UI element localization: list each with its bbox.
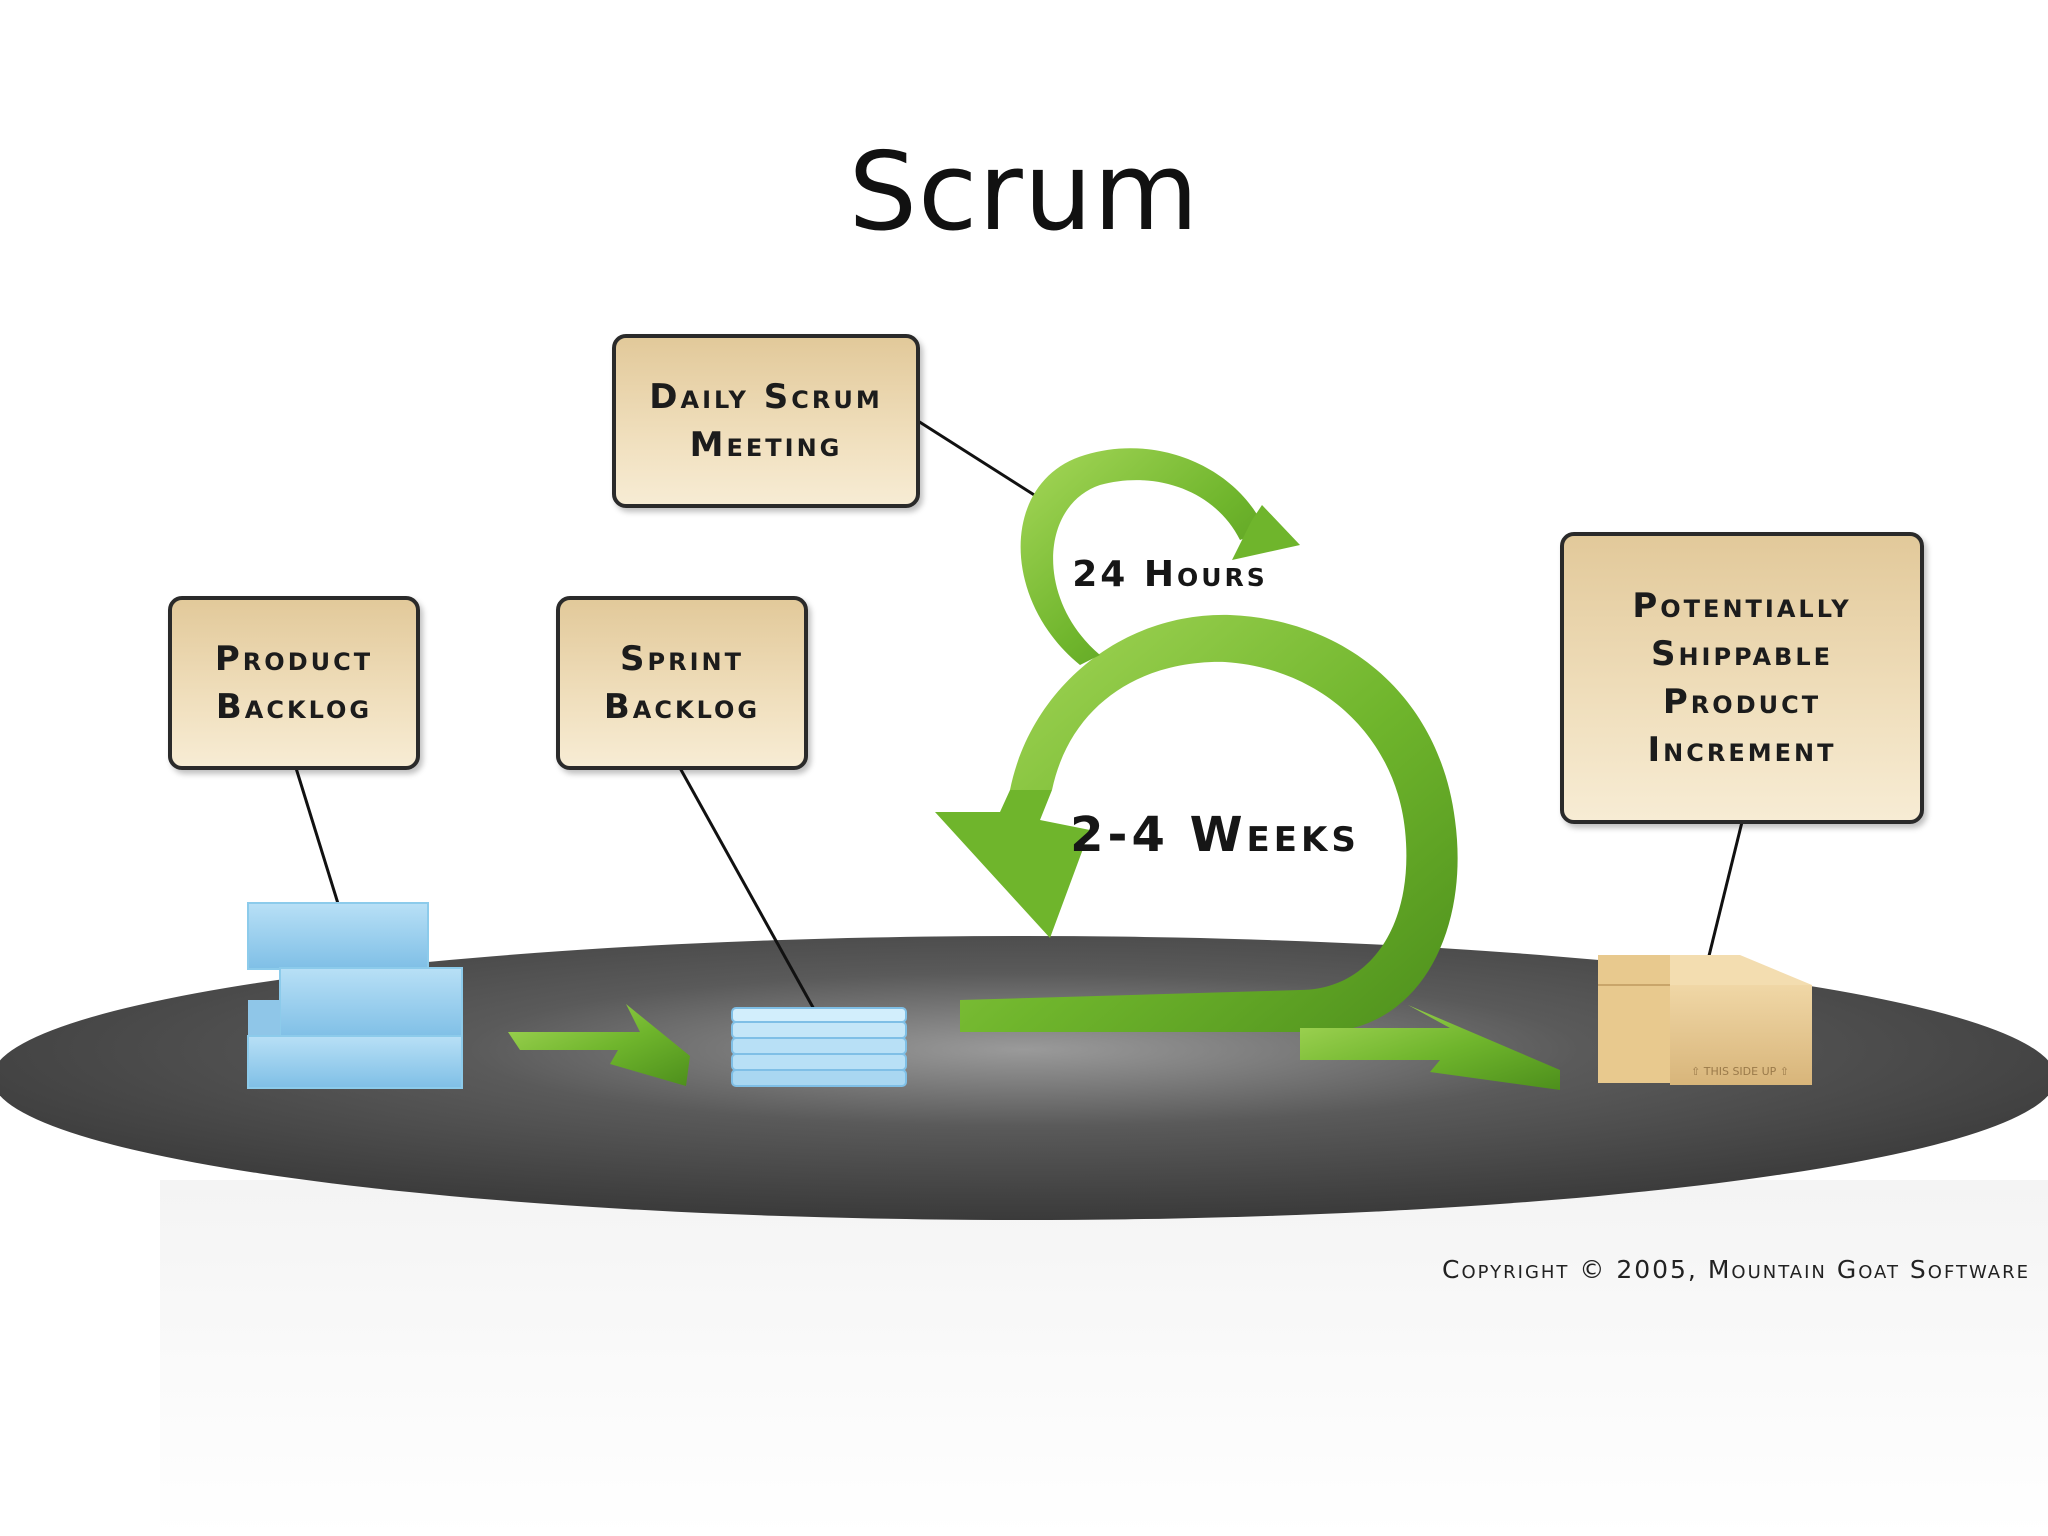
- increment-line4: Increment: [1647, 730, 1837, 770]
- product-backlog-callout: Product Backlog: [168, 596, 420, 770]
- floor-shadow: [160, 1180, 2048, 1536]
- sprint-backlog-line2: Backlog: [603, 687, 761, 727]
- shipping-box: ⇧ THIS SIDE UP ⇧: [1598, 955, 1812, 1085]
- output-arrow: [1300, 1005, 1560, 1090]
- increment-line1: Potentially: [1632, 586, 1852, 626]
- daily-scrum-line1: Daily Scrum: [649, 377, 883, 417]
- sprint-cycle-label: 2-4 Weeks: [1070, 807, 1360, 863]
- platform-ellipse: [0, 936, 2048, 1220]
- connector-sprint-backlog: [678, 767, 822, 1021]
- daily-scrum-line2: Meeting: [689, 425, 843, 465]
- sprint-backlog-line1: Sprint: [620, 639, 744, 679]
- daily-loop-arrowhead: [1232, 505, 1300, 560]
- sprint-loop-arrowhead: [935, 790, 1090, 938]
- connector-increment: [1704, 821, 1744, 969]
- increment-line3: Product: [1662, 682, 1822, 722]
- product-backlog-stack: [247, 902, 463, 1089]
- sprint-loop-arrow: [960, 614, 1458, 1032]
- sprint-backlog-stack: [731, 1007, 907, 1087]
- daily-cycle-label: 24 Hours: [1072, 554, 1268, 595]
- small-green-arrow: [508, 1004, 690, 1086]
- increment-callout: Potentially Shippable Product Increment: [1560, 532, 1924, 824]
- slide-title: Scrum: [848, 130, 1200, 255]
- connector-daily-scrum: [917, 419, 1051, 507]
- sprint-backlog-callout: Sprint Backlog: [556, 596, 808, 770]
- product-backlog-line2: Backlog: [215, 687, 373, 727]
- copyright-notice: Copyright © 2005, Mountain Goat Software: [1442, 1255, 2030, 1284]
- svg-text:⇧ THIS SIDE UP ⇧: ⇧ THIS SIDE UP ⇧: [1691, 1065, 1789, 1078]
- connector-product-backlog: [294, 767, 342, 911]
- daily-scrum-callout: Daily Scrum Meeting: [612, 334, 920, 508]
- increment-line2: Shippable: [1650, 634, 1834, 674]
- product-backlog-line1: Product: [214, 639, 374, 679]
